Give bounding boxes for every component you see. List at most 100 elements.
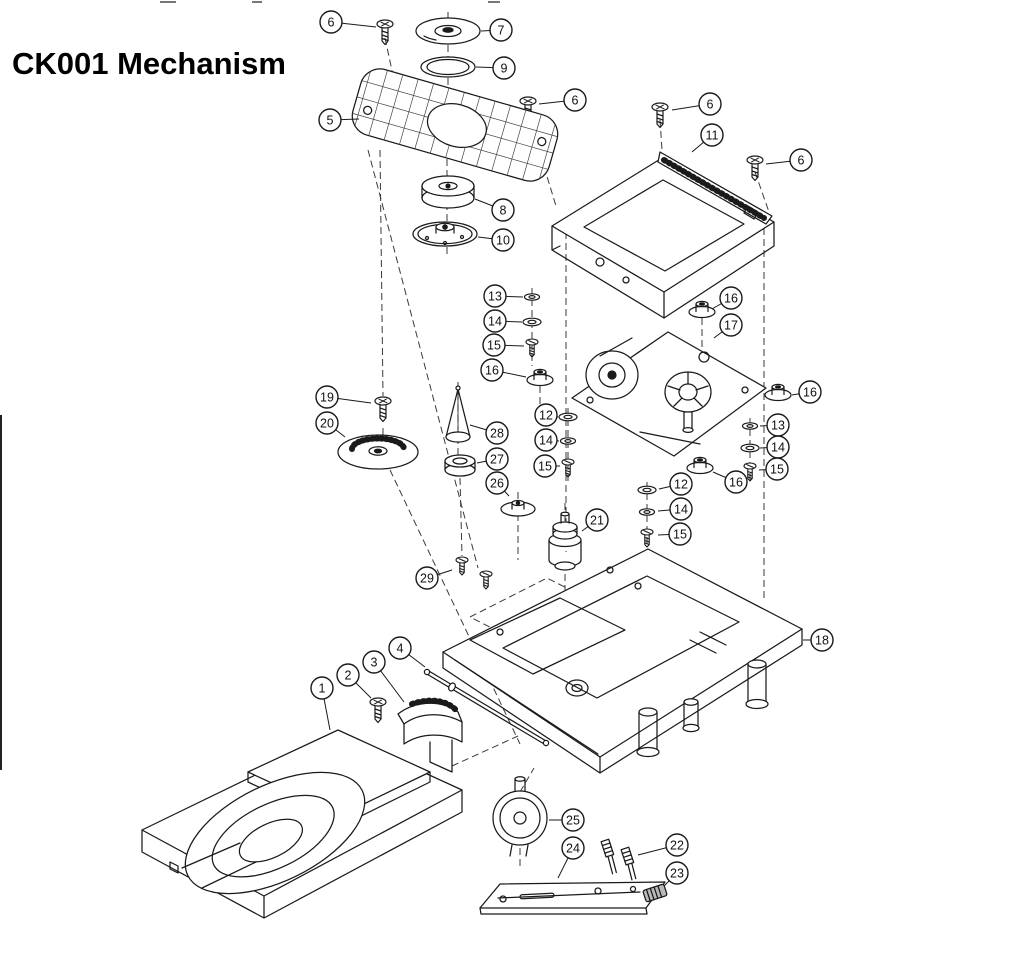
callout-10: 10 xyxy=(477,228,515,252)
svg-text:13: 13 xyxy=(771,419,785,433)
part-8-magnet xyxy=(421,175,475,209)
callout-23: 23 xyxy=(663,861,689,887)
callout-8: 8 xyxy=(474,198,515,222)
svg-text:13: 13 xyxy=(488,290,502,304)
part-19-screw xyxy=(374,396,392,423)
callout-14: 14 xyxy=(657,497,693,521)
part-23-connector xyxy=(642,883,668,903)
part-25-motor xyxy=(492,776,548,857)
callout-6: 6 xyxy=(671,92,722,116)
callout-3: 3 xyxy=(362,650,405,703)
svg-text:14: 14 xyxy=(539,434,553,448)
callout-1: 1 xyxy=(310,676,334,731)
part-17-traverse-mechanism xyxy=(571,331,767,457)
svg-text:29: 29 xyxy=(420,572,434,586)
part-2-screw xyxy=(369,697,387,724)
scan-artifacts xyxy=(0,1,500,770)
callout-25: 25 xyxy=(549,808,585,832)
callout-12: 12 xyxy=(534,403,559,427)
svg-text:15: 15 xyxy=(673,528,687,542)
callout-21: 21 xyxy=(581,508,609,532)
svg-text:4: 4 xyxy=(397,642,404,656)
callout-16: 16 xyxy=(712,470,748,494)
callout-5: 5 xyxy=(318,108,360,132)
svg-text:22: 22 xyxy=(670,839,684,853)
callout-20: 20 xyxy=(315,411,346,438)
svg-text:14: 14 xyxy=(674,503,688,517)
part-27-pulley xyxy=(444,454,476,477)
part-5-clamp-plate xyxy=(351,65,559,185)
part-22-switches xyxy=(600,838,637,881)
svg-text:28: 28 xyxy=(490,427,504,441)
callout-2: 2 xyxy=(336,663,372,699)
part-1-disc-tray xyxy=(141,729,463,919)
svg-text:6: 6 xyxy=(572,94,579,108)
callout-6: 6 xyxy=(319,10,377,34)
svg-text:1: 1 xyxy=(319,682,326,696)
part-26-disc xyxy=(500,499,536,517)
svg-text:9: 9 xyxy=(501,62,508,76)
callout-18: 18 xyxy=(803,628,834,652)
part-24-switch-board xyxy=(479,881,666,915)
callout-4: 4 xyxy=(388,636,426,668)
svg-text:3: 3 xyxy=(371,656,378,670)
callout-15: 15 xyxy=(533,454,560,478)
svg-text:16: 16 xyxy=(729,476,743,490)
svg-text:15: 15 xyxy=(538,460,552,474)
svg-text:17: 17 xyxy=(724,319,738,333)
callout-16: 16 xyxy=(711,286,743,310)
part-28-cone-spring xyxy=(445,385,471,443)
svg-text:20: 20 xyxy=(320,417,334,431)
part-4-slide-shaft xyxy=(423,668,550,747)
callout-26: 26 xyxy=(485,471,510,497)
part-21-loading-motor xyxy=(548,511,582,571)
svg-text:14: 14 xyxy=(771,441,785,455)
svg-text:19: 19 xyxy=(320,391,334,405)
part-7-clamper xyxy=(415,17,481,45)
callout-28: 28 xyxy=(469,421,509,445)
svg-text:15: 15 xyxy=(487,339,501,353)
callout-15: 15 xyxy=(657,522,692,546)
svg-text:23: 23 xyxy=(670,867,684,881)
svg-text:12: 12 xyxy=(539,409,553,423)
callout-19: 19 xyxy=(315,385,372,409)
callout-16: 16 xyxy=(480,358,527,382)
part-20-chucking-plate xyxy=(337,434,419,470)
svg-text:16: 16 xyxy=(803,386,817,400)
svg-text:24: 24 xyxy=(566,842,580,856)
page-title: CK001 Mechanism xyxy=(12,46,286,81)
svg-text:8: 8 xyxy=(500,204,507,218)
callout-13: 13 xyxy=(759,413,790,437)
svg-text:5: 5 xyxy=(327,114,334,128)
svg-text:26: 26 xyxy=(490,477,504,491)
part-9-ring xyxy=(420,56,476,78)
part-18-main-chassis xyxy=(442,548,803,774)
svg-text:16: 16 xyxy=(485,364,499,378)
svg-text:25: 25 xyxy=(566,814,580,828)
callout-14: 14 xyxy=(759,435,790,459)
callout-15: 15 xyxy=(482,333,525,357)
callout-27: 27 xyxy=(476,447,509,471)
part-10-turntable xyxy=(412,221,478,247)
callout-9: 9 xyxy=(475,56,516,80)
callout-15: 15 xyxy=(758,457,789,481)
callout-6: 6 xyxy=(765,148,813,172)
svg-text:6: 6 xyxy=(707,98,714,112)
svg-text:7: 7 xyxy=(498,24,505,38)
callout-11: 11 xyxy=(691,123,724,153)
svg-text:18: 18 xyxy=(815,634,829,648)
part-3-guide-bracket xyxy=(397,697,463,773)
svg-text:14: 14 xyxy=(488,315,502,329)
svg-text:21: 21 xyxy=(590,514,604,528)
callout-24: 24 xyxy=(557,836,585,879)
svg-text:27: 27 xyxy=(490,453,504,467)
svg-text:12: 12 xyxy=(674,478,688,492)
callout-12: 12 xyxy=(658,472,693,496)
svg-text:6: 6 xyxy=(798,154,805,168)
callout-29: 29 xyxy=(415,566,453,590)
svg-text:15: 15 xyxy=(770,463,784,477)
callout-7: 7 xyxy=(480,18,513,42)
svg-text:10: 10 xyxy=(496,234,510,248)
